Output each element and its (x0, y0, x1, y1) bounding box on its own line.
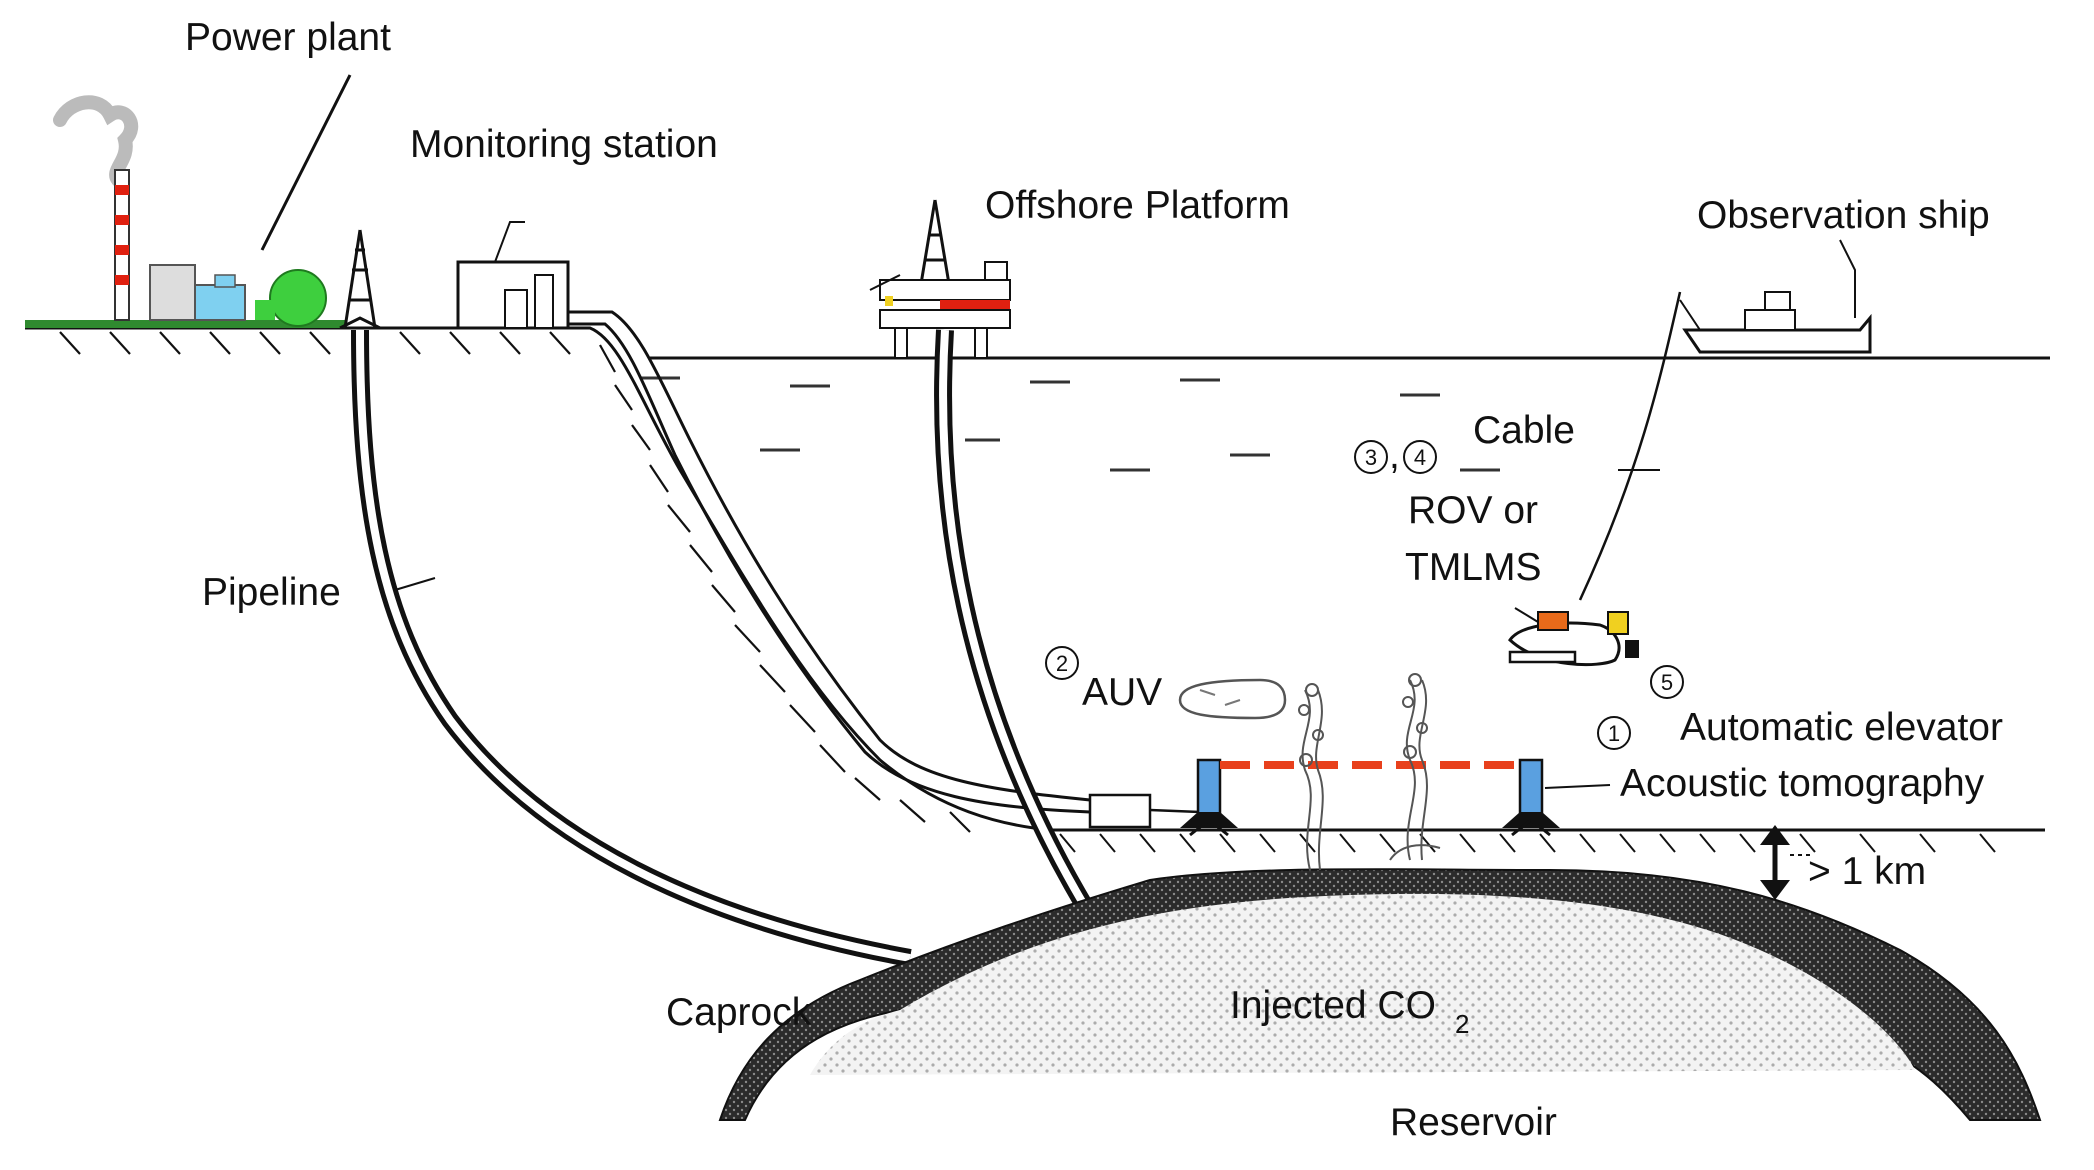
marker-5-number: 5 (1661, 670, 1673, 695)
label-auv: AUV (1082, 671, 1162, 714)
pipeline-onshore (351, 329, 912, 967)
observation-ship (1679, 239, 1872, 354)
seabed-junction-box (1088, 793, 1152, 829)
label-power-plant: Power plant (185, 16, 391, 59)
marker-5: 5 (1650, 665, 1684, 699)
co2-bubble-plume-right (1389, 673, 1441, 861)
rov-cable (1578, 291, 1682, 601)
label-offshore-platform: Offshore Platform (985, 184, 1290, 227)
land-and-seabed (25, 320, 2045, 853)
marker-1: 1 (1597, 716, 1631, 750)
label-depth: > 1 km (1808, 850, 1926, 893)
power-plant (53, 95, 327, 327)
label-injected-co2: Injected CO (1230, 984, 1436, 1027)
marker-comma: , (1389, 434, 1400, 477)
label-reservoir: Reservoir (1390, 1101, 1557, 1144)
acoustic-leader (1544, 784, 1611, 789)
label-acoustic-tomography: Acoustic tomography (1620, 762, 1985, 805)
label-pipeline: Pipeline (202, 571, 341, 614)
auv-vehicle (1178, 678, 1287, 720)
label-observation-ship: Observation ship (1697, 194, 1990, 237)
pipeline-offshore (934, 329, 1098, 920)
pipeline-wellhead-tower (339, 229, 381, 330)
acoustic-transducer-left (1180, 758, 1238, 837)
marker-4-number: 4 (1414, 445, 1426, 470)
monitoring-station (456, 221, 570, 330)
marker-2: 2 (1045, 646, 1079, 680)
label-automatic-elevator: Automatic elevator (1680, 706, 2003, 749)
marker-4: 4 (1403, 440, 1437, 474)
sea-surface (640, 356, 2050, 472)
depth-arrow (1760, 825, 1810, 900)
marker-2-number: 2 (1056, 651, 1068, 676)
pipeline-leader (394, 577, 436, 591)
marker-3: 3 (1354, 440, 1388, 474)
marker-1-number: 1 (1608, 721, 1620, 746)
label-cable: Cable (1473, 409, 1575, 452)
marker-3-number: 3 (1365, 445, 1377, 470)
label-injected-co2-subscript: 2 (1455, 1009, 1469, 1039)
offshore-platform (869, 199, 1011, 359)
label-rov-line1: ROV or (1408, 489, 1538, 532)
monitoring-cable (568, 310, 1091, 802)
acoustic-transducer-right (1502, 758, 1560, 837)
label-caprock: Caprock (666, 991, 812, 1034)
co2-bubble-plume-left (1298, 683, 1324, 871)
label-rov-line2: TMLMS (1405, 546, 1542, 589)
label-monitoring-station: Monitoring station (410, 123, 718, 166)
power-plant-leader (260, 74, 352, 251)
reservoir (810, 893, 1915, 1075)
rov-vehicle (1508, 607, 1639, 667)
